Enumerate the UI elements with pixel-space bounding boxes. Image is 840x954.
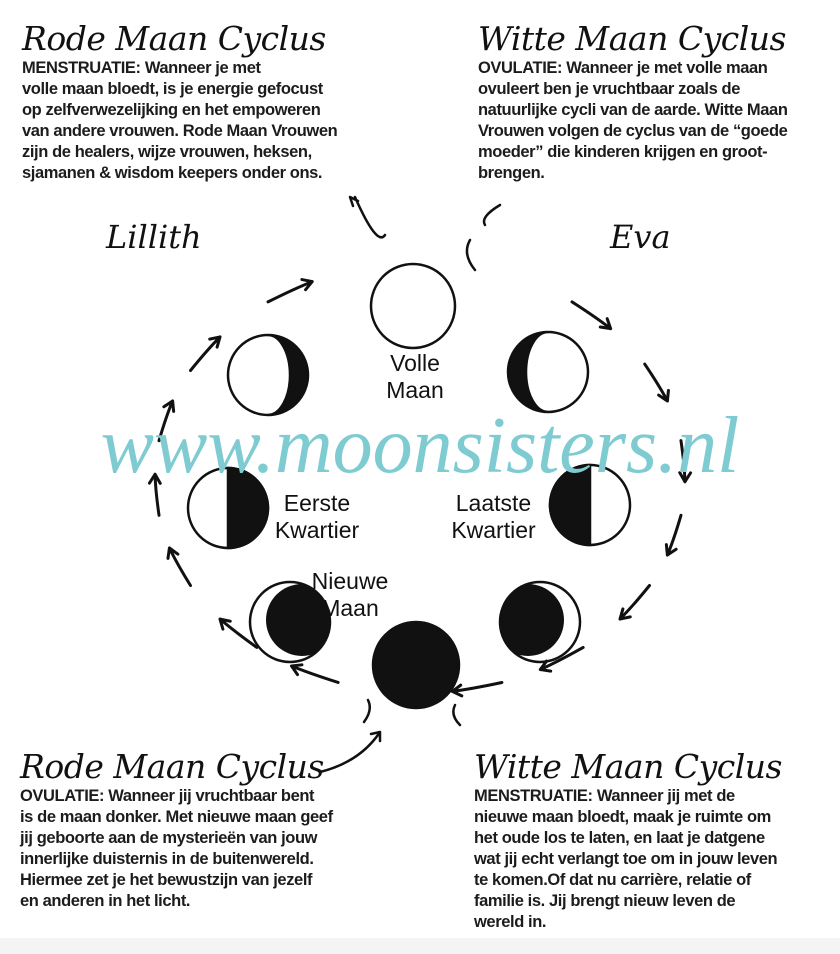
cycle-arrow-icon	[643, 362, 670, 403]
curl-arrow-icon	[348, 195, 387, 239]
waxing-crescent-moon	[248, 580, 332, 664]
bottom-right-text-block: Witte Maan Cyclus MENSTRUATIE: Wanneer j…	[474, 748, 782, 933]
block-body: MENSTRUATIE: Wanneer jij met de nieuwe m…	[474, 787, 778, 931]
cycle-arrow-icon	[678, 439, 693, 484]
top-right-text-block: Witte Maan Cyclus OVULATIE: Wanneer je m…	[478, 20, 788, 184]
bottom-left-text-block: Rode Maan Cyclus OVULATIE: Wanneer jij v…	[20, 748, 333, 912]
first-quarter-moon	[186, 466, 270, 550]
curl-arrow-icon	[465, 203, 502, 272]
label-last-quarter: Laatste Kwartier	[451, 490, 536, 543]
cycle-arrow-icon	[450, 680, 504, 698]
cycle-arrow-icon	[157, 399, 176, 443]
cycle-arrow-icon	[664, 513, 683, 557]
watermark: www.moonsisters.nl	[100, 406, 740, 486]
block-body: OVULATIE: Wanneer je met volle maan ovul…	[478, 59, 788, 182]
cycle-arrow-icon	[618, 584, 651, 621]
name-lillith: Lillith	[106, 218, 202, 256]
cycle-arrow-icon	[538, 645, 585, 673]
full-moon	[369, 262, 457, 350]
block-body: MENSTRUATIE: Wanneer je met volle maan b…	[22, 59, 338, 182]
block-title: Witte Maan Cyclus	[474, 747, 782, 786]
block-body: OVULATIE: Wanneer jij vruchtbaar bent is…	[20, 787, 333, 910]
cycle-arrow-icon	[166, 546, 193, 587]
new-moon	[371, 620, 461, 710]
cycle-arrow-icon	[147, 472, 162, 517]
cycle-arrow-icon	[189, 335, 222, 372]
label-first-quarter: Eerste Kwartier	[274, 490, 360, 543]
curl-arrow-icon	[362, 698, 462, 727]
cycle-arrow-icon	[570, 300, 613, 331]
label-full-moon: Volle Maan	[386, 350, 444, 403]
cycle-arrow-icon	[290, 663, 340, 684]
block-title: Witte Maan Cyclus	[478, 19, 786, 58]
waning-gibbous-moon	[506, 330, 590, 414]
block-title: Rode Maan Cyclus	[20, 747, 324, 786]
block-title: Rode Maan Cyclus	[22, 19, 326, 58]
top-left-text-block: Rode Maan Cyclus MENSTRUATIE: Wanneer je…	[22, 19, 338, 184]
last-quarter-moon	[548, 463, 632, 547]
name-eva: Eva	[610, 218, 671, 256]
footer-strip	[0, 938, 840, 954]
cycle-arrow-icon	[218, 617, 259, 649]
cycle-arrow-icon	[266, 278, 314, 304]
curl-arrow-icon	[318, 730, 382, 774]
label-new-moon: Nieuwe Maan	[311, 568, 389, 621]
waning-crescent-moon	[498, 580, 582, 664]
waxing-gibbous-moon	[226, 333, 310, 417]
